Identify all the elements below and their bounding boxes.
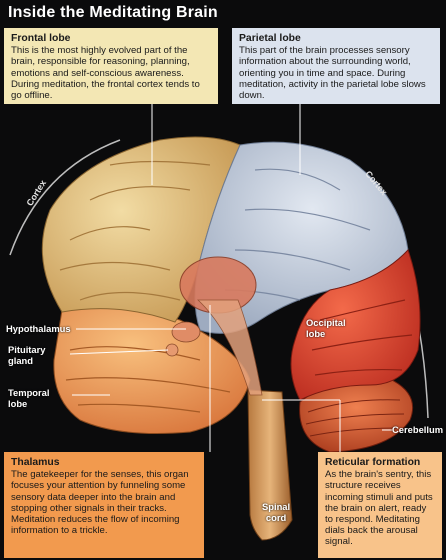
- frontal-lobe-callout: Frontal lobe This is the most highly evo…: [4, 28, 218, 104]
- parietal-lobe-callout: Parietal lobe This part of the brain pro…: [232, 28, 440, 104]
- pituitary-label: Pituitary gland: [8, 344, 46, 366]
- thalamus-callout: Thalamus The gatekeeper for the senses, …: [4, 452, 204, 558]
- frontal-lobe-text: This is the most highly evolved part of …: [11, 45, 200, 102]
- occipital-label-line-2: lobe: [306, 327, 326, 339]
- temporal-label-line-2: lobe: [8, 397, 28, 409]
- reticular-formation-callout: Reticular formation As the brain's sentr…: [318, 452, 442, 558]
- pituitary-label-line-2: gland: [8, 354, 33, 366]
- occipital-lobe-label: Occipital lobe: [306, 317, 346, 339]
- temporal-label-line-1: Temporal: [8, 387, 50, 398]
- spinal-label-line-2: cord: [265, 511, 287, 523]
- occipital-lobe-shape: [290, 249, 421, 401]
- spinal-cord-label: Spinal cord: [262, 501, 291, 523]
- hypothalamus-shape: [171, 321, 201, 343]
- cerebellum-label: Cerebellum: [392, 424, 444, 435]
- leader-lines: [69, 104, 392, 452]
- reticular-formation-text: As the brain's sentry, this structure re…: [325, 469, 433, 548]
- spinal-cord-shape: [247, 389, 293, 541]
- frontal-lobe-heading: Frontal lobe: [11, 33, 71, 44]
- parietal-lobe-heading: Parietal lobe: [239, 33, 301, 44]
- parietal-lobe-text: This part of the brain processes sensory…: [239, 45, 426, 102]
- reticular-formation-heading: Reticular formation: [325, 457, 421, 468]
- thalamus-heading: Thalamus: [11, 457, 60, 468]
- thalamus-text: The gatekeeper for the senses, this orga…: [11, 469, 189, 537]
- spinal-label-line-1: Spinal: [262, 501, 291, 512]
- diagram-title: Inside the Meditating Brain: [8, 4, 218, 21]
- pituitary-label-line-1: Pituitary: [8, 344, 46, 355]
- hypothalamus-label: Hypothalamus: [6, 323, 71, 334]
- temporal-lobe-label: Temporal lobe: [8, 387, 50, 409]
- cortex-arc-left: [9, 139, 121, 256]
- occipital-label-line-1: Occipital: [306, 317, 346, 328]
